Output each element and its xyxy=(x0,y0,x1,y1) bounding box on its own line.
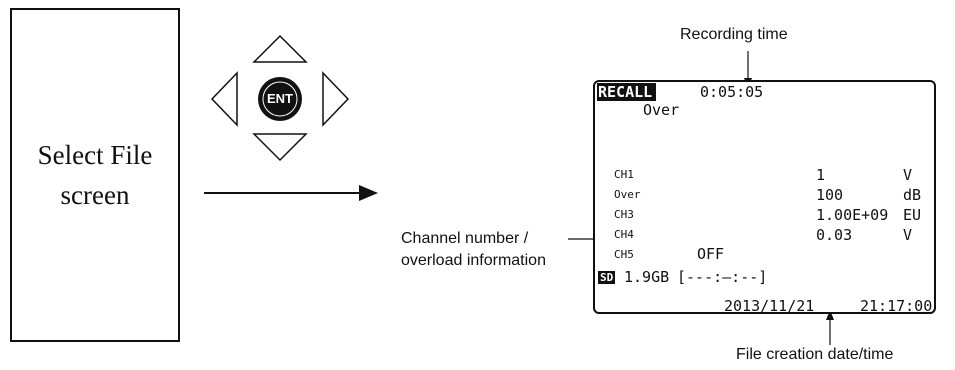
select-file-label-line1: Select File xyxy=(37,140,153,170)
sd-card-icon: SD xyxy=(598,271,616,284)
sd-capacity: 1.9GB xyxy=(624,268,670,286)
channel-label: CH5 xyxy=(614,248,634,261)
file-date: 2013/11/21 xyxy=(724,297,815,315)
select-file-label-line2: screen xyxy=(60,180,130,210)
recording-time-label: Recording time xyxy=(680,26,788,43)
channel-value: 0.03 xyxy=(816,226,853,244)
channel-unit: V xyxy=(903,166,913,184)
channel-off-status: OFF xyxy=(697,245,725,263)
select-file-screen-box: Select File screen xyxy=(10,8,180,342)
recording-time-value: 0:05:05 xyxy=(700,83,764,101)
up-arrow-icon[interactable] xyxy=(252,34,308,63)
channel-unit: V xyxy=(903,226,913,244)
channel-label: CH3 xyxy=(614,208,634,221)
enter-button-label: ENT xyxy=(267,91,293,106)
channel-info-label-line2: overload information xyxy=(401,252,546,269)
channel-value: 100 xyxy=(816,186,844,204)
down-arrow-icon[interactable] xyxy=(252,133,308,162)
channel-unit: dB xyxy=(903,186,922,204)
over-badge: Over xyxy=(643,101,680,119)
recall-mode-label: RECALL xyxy=(597,83,657,101)
flow-arrow-icon xyxy=(359,185,378,201)
recall-screen xyxy=(593,80,936,314)
channel-value: 1.00E+09 xyxy=(816,206,889,224)
channel-label: Over xyxy=(614,188,641,201)
sd-recording-time: [---:—:--] xyxy=(677,268,768,286)
channel-unit: EU xyxy=(903,206,922,224)
channel-label: CH4 xyxy=(614,228,634,241)
left-arrow-icon[interactable] xyxy=(210,71,238,127)
enter-button[interactable] xyxy=(258,77,302,121)
channel-label: CH1 xyxy=(614,168,634,181)
file-time: 21:17:00 xyxy=(860,297,933,315)
channel-value: 1 xyxy=(816,166,826,184)
file-creation-label: File creation date/time xyxy=(736,346,894,363)
right-arrow-icon[interactable] xyxy=(322,71,350,127)
channel-info-label-line1: Channel number / xyxy=(401,230,529,247)
